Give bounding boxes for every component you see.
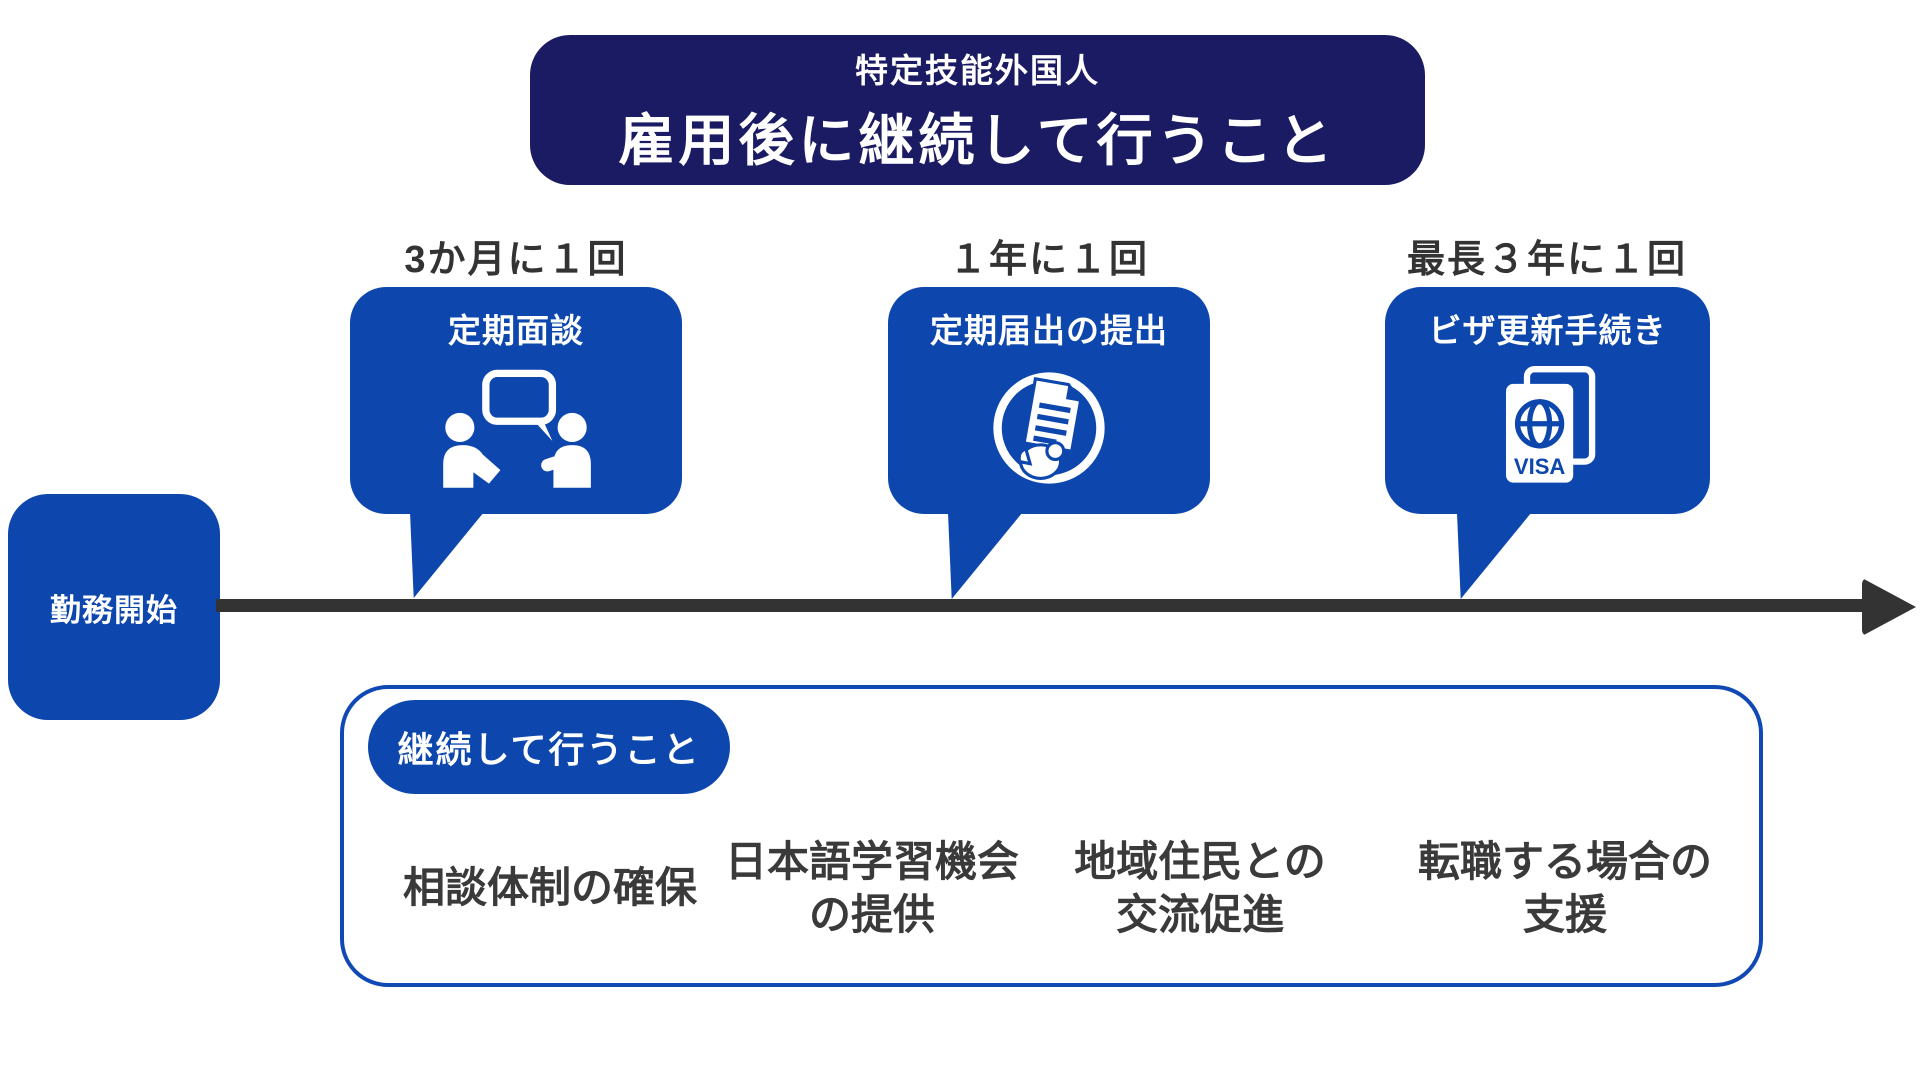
visa-text: VISA	[1513, 454, 1565, 479]
ongoing-item-line2: 支援	[1522, 890, 1608, 938]
ongoing-item-line2: 交流促進	[1115, 890, 1284, 938]
milestone-frequency-label: 最長３年に１回	[1406, 239, 1687, 281]
ongoing-item-line1: 日本語学習機会	[724, 837, 1020, 885]
ongoing-item-line1: 相談体制の確保	[402, 864, 698, 912]
title-tag: 特定技能外国人	[855, 51, 1100, 89]
title-box: 特定技能外国人 雇用後に継続して行うこと	[530, 35, 1425, 185]
timeline-arrowhead-icon	[1862, 578, 1916, 636]
ongoing-item-line2: の提供	[808, 890, 936, 938]
ongoing-box: 継続して行うこと 相談体制の確保 日本語学習機会 の提供 地域住民との 交流促進…	[340, 685, 1763, 987]
work-start-box: 勤務開始	[8, 494, 220, 720]
milestone-bubble-interview: 定期面談	[350, 287, 682, 514]
page-title: 雇用後に継続して行うこと	[618, 108, 1337, 172]
bubble-tail	[1457, 513, 1531, 599]
ongoing-badge: 継続して行うこと	[368, 700, 730, 794]
bubble-title: 定期届出の提出	[930, 312, 1168, 349]
milestone-bubble-notification: 定期届出の提出	[888, 287, 1210, 514]
work-start-label: 勤務開始	[50, 592, 178, 628]
bubble-tail	[948, 513, 1022, 599]
ongoing-item-line1: 転職する場合の	[1417, 837, 1713, 885]
milestone-frequency-label: 3か月に１回	[404, 239, 628, 281]
ongoing-item: 地域住民との 交流促進	[1074, 821, 1326, 956]
timeline-line	[216, 599, 1868, 612]
ongoing-item: 転職する場合の 支援	[1418, 821, 1712, 956]
bubble-tail	[410, 512, 484, 598]
ongoing-item: 相談体制の確保	[403, 821, 697, 956]
document-submission-icon	[986, 352, 1112, 514]
bubble-title: ビザ更新手続き	[1428, 312, 1667, 349]
bubble-title: 定期面談	[448, 312, 584, 349]
ongoing-item: 日本語学習機会 の提供	[725, 821, 1019, 956]
milestone-frequency-label: １年に１回	[948, 239, 1149, 281]
ongoing-badge-label: 継続して行うこと	[397, 729, 701, 770]
ongoing-item-line1: 地域住民との	[1074, 837, 1326, 885]
visa-passport-icon: VISA	[1485, 352, 1611, 514]
interview-icon	[438, 352, 594, 514]
milestone-bubble-visa: ビザ更新手続き VISA	[1385, 287, 1710, 514]
